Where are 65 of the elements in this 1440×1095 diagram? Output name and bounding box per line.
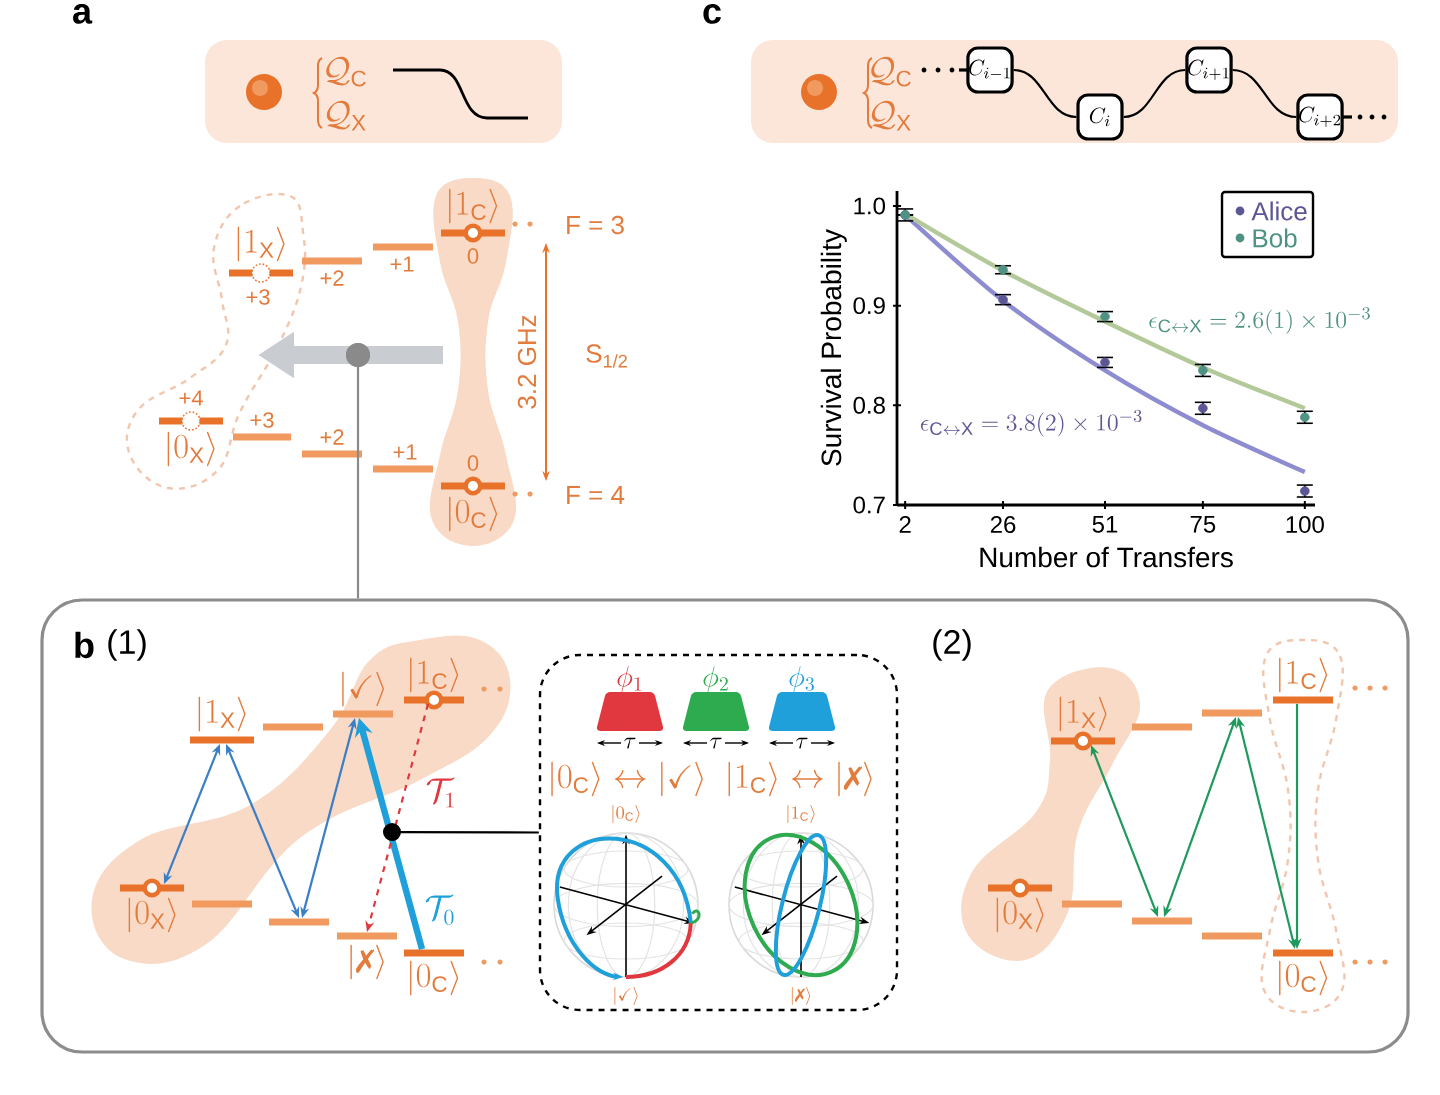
level-number: +2 xyxy=(320,270,344,286)
duration-label: $\tau$ xyxy=(710,737,722,749)
state-label: $|1_{\mathrm{C}}\rangle$ xyxy=(787,805,815,823)
phase-label: $\phi_1$ xyxy=(617,666,642,693)
level-number: +2 xyxy=(320,429,344,445)
phase-label: $\phi_3$ xyxy=(789,666,814,693)
annotation: $\epsilon_{\mathrm{C}\leftrightarrow\mathrm{X}} = 3.8(2) \times 10^{-3}$ xyxy=(920,409,1142,437)
panel-number: (2) xyxy=(933,629,971,661)
y-tick-label: 0.7 xyxy=(853,496,885,514)
term-label: S$_{1/2}$ xyxy=(586,344,627,368)
level-label: F = 4 xyxy=(567,486,625,504)
state-label: $|0_{\mathrm{X}}\rangle$ xyxy=(167,431,215,467)
x-tick-label: 51 xyxy=(1092,516,1118,533)
state-label: $|\checkmark\rangle$ xyxy=(614,987,638,1005)
dimension-label: 3.2 GHz xyxy=(517,315,537,409)
legend-label: Bob xyxy=(1253,228,1297,248)
state-label: $|1_{\mathrm{X}}\rangle$ xyxy=(198,696,246,732)
state-label: $|0_{\mathrm{X}}\rangle$ xyxy=(996,897,1044,933)
state-label: $|\checkmark\rangle$ xyxy=(342,671,384,707)
state-label: $|0_{\mathrm{C}}\rangle$ xyxy=(612,805,640,823)
state-label: $|0_{\mathrm{X}}\rangle$ xyxy=(128,897,176,933)
transition-label: $|1_{\mathrm{C}}\rangle \leftrightarrow |\mbox{\ding{55}}\rangle$ xyxy=(728,761,872,797)
symbol-label: $\mathcal{Q}_{\mathrm{X}}$ xyxy=(871,100,911,131)
level-number: 0 xyxy=(467,248,479,264)
level-number: +3 xyxy=(250,412,274,428)
panel-letter: a xyxy=(73,4,93,24)
legend-label: Alice xyxy=(1251,201,1307,221)
duration-label: $\tau$ xyxy=(796,737,808,749)
panel-letter: b xyxy=(75,631,94,659)
duration-label: $\tau$ xyxy=(624,737,636,749)
state-label: $|1_{\mathrm{X}}\rangle$ xyxy=(237,226,285,262)
state-label: $|1_{\mathrm{X}}\rangle$ xyxy=(1059,696,1107,732)
x-tick-label: 100 xyxy=(1286,516,1324,534)
annotation: $\epsilon_{\mathrm{C}\leftrightarrow\mathrm{X}} = 2.6(1) \times 10^{-3}$ xyxy=(1149,307,1370,334)
x-axis-title: Number of Transfers xyxy=(980,546,1233,568)
level-number: +1 xyxy=(393,444,417,460)
x-tick-label: 2 xyxy=(899,516,911,533)
level-number: +4 xyxy=(179,390,203,406)
state-label: $|0_{\mathrm{C}}\rangle$ xyxy=(449,496,498,532)
x-tick-label: 26 xyxy=(990,516,1016,534)
state-label: $|\mbox{\ding{55}}\rangle$ xyxy=(791,987,811,1005)
level-label: F = 3 xyxy=(567,215,624,235)
state-label: $|1_{\mathrm{C}}\rangle$ xyxy=(1279,657,1328,693)
symbol-label: $\mathcal{Q}_{\mathrm{C}}$ xyxy=(326,56,366,87)
y-tick-label: 1.0 xyxy=(854,197,886,215)
y-tick-label: 0.8 xyxy=(853,396,885,414)
edge-label: $\mathcal{T}_1$ xyxy=(426,777,455,808)
level-number: 0 xyxy=(467,455,479,471)
state-label: $|1_{\mathrm{C}}\rangle$ xyxy=(410,657,459,693)
symbol-label: $\mathcal{Q}_{\mathrm{X}}$ xyxy=(326,100,366,131)
symbol-label: $\mathcal{Q}_{\mathrm{C}}$ xyxy=(871,56,911,87)
x-tick-label: 75 xyxy=(1190,516,1216,533)
panel-number: (1) xyxy=(108,629,146,661)
transition-label: $|0_{\mathrm{C}}\rangle \leftrightarrow |\checkmark\rangle$ xyxy=(551,761,703,797)
level-number: +3 xyxy=(246,289,270,305)
phase-label: $\phi_2$ xyxy=(703,666,728,693)
state-label: $|\mbox{\ding{55}}\rangle$ xyxy=(350,944,384,980)
state-label: $|0_{\mathrm{C}}\rangle$ xyxy=(410,960,459,996)
state-label: $|1_{\mathrm{C}}\rangle$ xyxy=(449,188,498,224)
y-tick-label: 0.9 xyxy=(853,297,885,315)
state-label: $|0_{\mathrm{C}}\rangle$ xyxy=(1279,960,1328,996)
edge-label: $\mathcal{T}_0$ xyxy=(425,894,454,925)
panel-letter: c xyxy=(703,4,721,24)
y-axis-title: Survival Probability xyxy=(820,229,847,466)
level-number: +1 xyxy=(390,256,414,272)
